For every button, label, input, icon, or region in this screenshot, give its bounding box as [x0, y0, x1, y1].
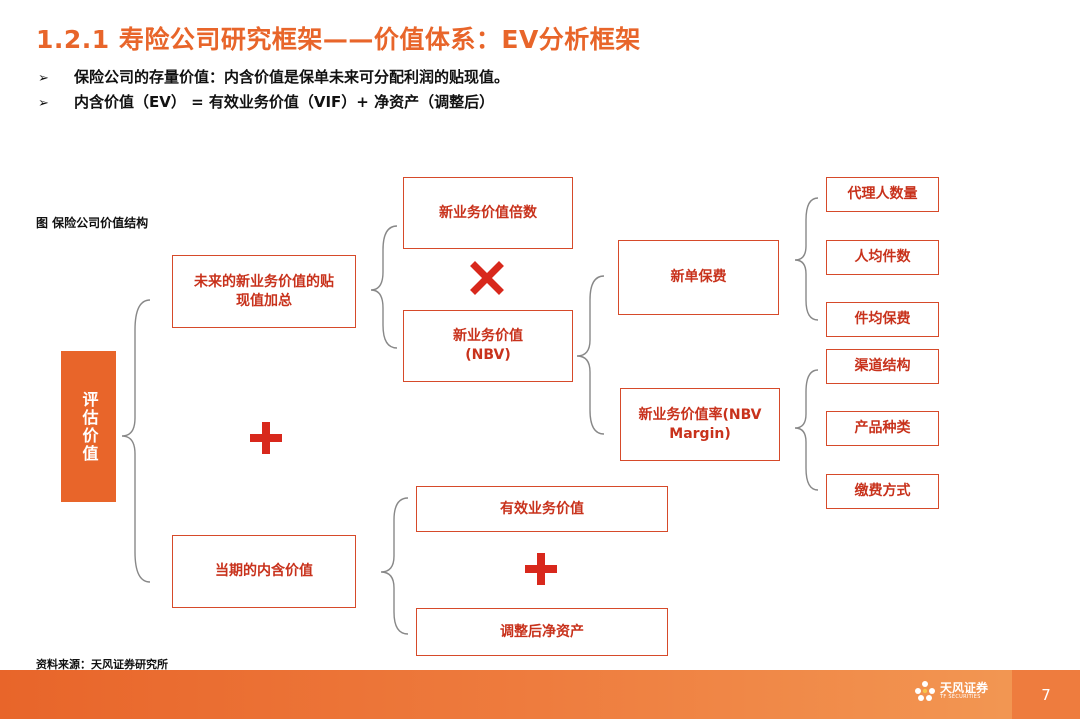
bullet-text: 保险公司的存量价值：内含价值是保单未来可分配利润的贴现值。 [74, 68, 510, 86]
node-payment-method: 缴费方式 [826, 474, 939, 509]
bullet-item: ➢ 保险公司的存量价值：内含价值是保单未来可分配利润的贴现值。 [38, 66, 509, 87]
plus-icon [250, 422, 282, 454]
node-nbv-multiple: 新业务价值倍数 [403, 177, 573, 249]
bracket-root [121, 299, 151, 583]
bracket-new-premium [794, 197, 819, 321]
brand-logo: 天风证券 TF SECURITIES [914, 680, 988, 702]
page-number: 7 [1041, 685, 1051, 704]
node-adjusted-net-assets: 调整后净资产 [416, 608, 668, 656]
node-channel-structure: 渠道结构 [826, 349, 939, 384]
flower-logo-icon [915, 681, 935, 701]
node-vif: 有效业务价值 [416, 486, 668, 532]
arrow-bullet-icon: ➢ [38, 96, 49, 111]
node-product-type: 产品种类 [826, 411, 939, 446]
bracket-nbv-margin [794, 369, 819, 491]
node-new-premium: 新单保费 [618, 240, 779, 315]
node-per-capita-policies: 人均件数 [826, 240, 939, 275]
page-title: 1.2.1 寿险公司研究框架——价值体系：EV分析框架 [36, 25, 641, 54]
bullet-text: 内含价值（EV） = 有效业务价值（VIF）+ 净资产（调整后） [74, 93, 495, 111]
page-number-panel [1012, 670, 1080, 719]
bullet-item: ➢ 内含价值（EV） = 有效业务价值（VIF）+ 净资产（调整后） [38, 91, 494, 112]
logo-subtitle: TF SECURITIES [940, 693, 981, 700]
node-nbv: 新业务价值 (NBV) [403, 310, 573, 382]
node-premium-per-policy: 件均保费 [826, 302, 939, 337]
node-future-nbv-pv: 未来的新业务价值的贴 现值加总 [172, 255, 356, 328]
bracket-nbv [576, 275, 605, 435]
figure-caption: 图 保险公司价值结构 [36, 216, 149, 230]
root-node-valuation: 评估价值 [61, 351, 116, 502]
source-note: 资料来源：天风证券研究所 [36, 658, 168, 671]
footer-bar [0, 670, 1080, 719]
node-nbv-margin: 新业务价值率(NBV Margin) [620, 388, 780, 461]
plus-icon [525, 553, 557, 585]
node-agent-count: 代理人数量 [826, 177, 939, 212]
bracket-future [370, 225, 398, 349]
node-current-ev: 当期的内含价值 [172, 535, 356, 608]
bracket-current [380, 497, 409, 635]
logo-name: 天风证券 [940, 680, 989, 695]
arrow-bullet-icon: ➢ [38, 71, 49, 86]
multiply-icon [470, 261, 504, 295]
